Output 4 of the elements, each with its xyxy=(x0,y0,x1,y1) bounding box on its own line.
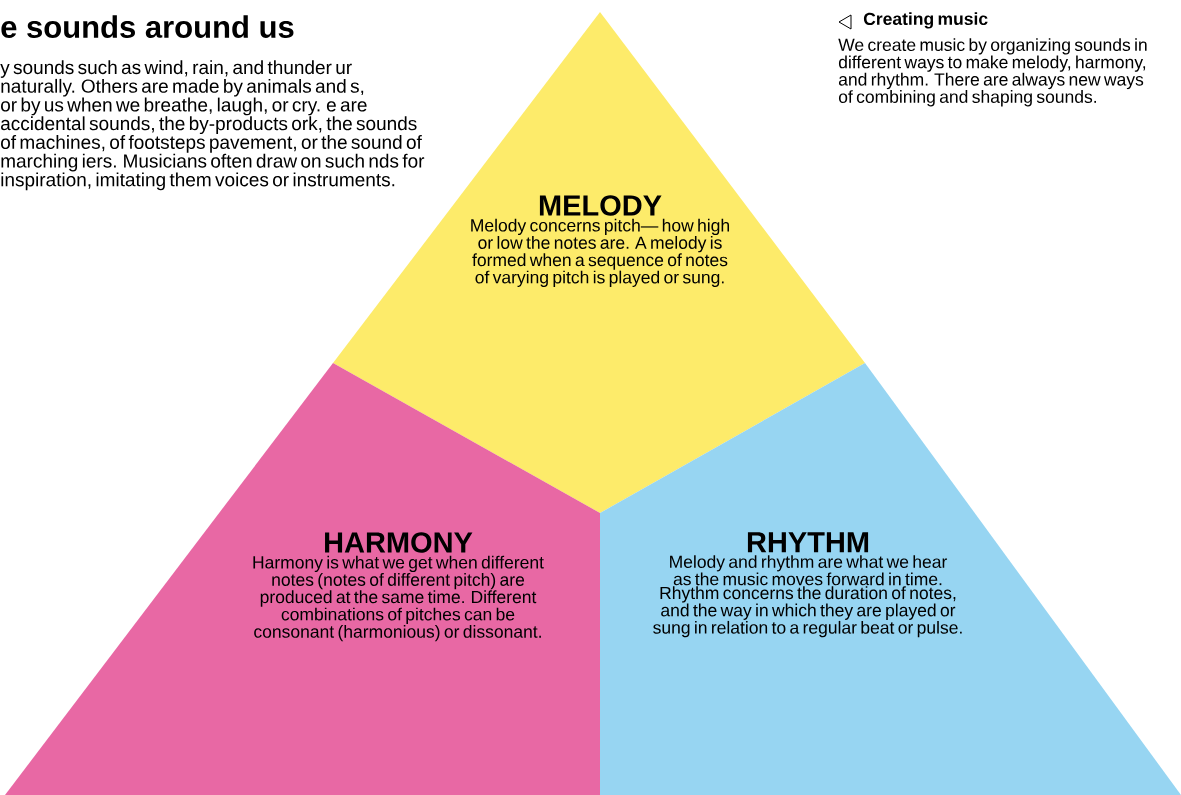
pyramid-section: HARMONY Harmony is what we get when different notes (notes of different pitch) are produced at the same time. Different combinations of pitches can be consonant (harmonious) or dissonant. xyxy=(5,363,600,795)
pyramid-section: RHYTHM Melody and rhythm are what we hear as the music moves forward in time. Rhythm concerns the duration of notes, and the way in which they are played or sung in relation to a regular beat or pulse. xyxy=(600,363,1181,795)
subheading: Creating music xyxy=(863,12,988,29)
heading: e sounds around us xyxy=(1,15,294,38)
